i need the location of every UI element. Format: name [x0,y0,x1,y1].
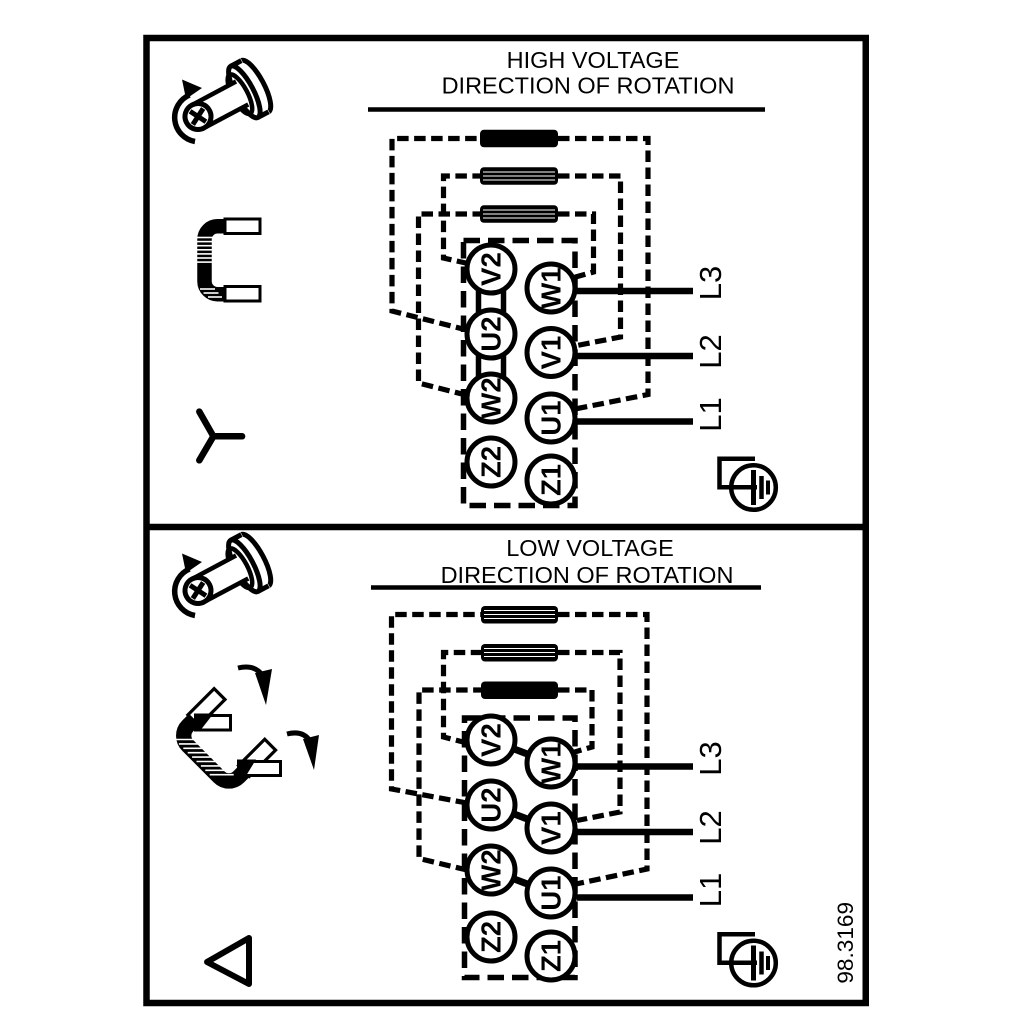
svg-text:Z2: Z2 [476,446,507,478]
svg-text:W2: W2 [476,377,507,418]
svg-text:L1: L1 [693,873,728,907]
svg-text:Z1: Z1 [536,940,567,972]
svg-text:L1: L1 [693,397,728,431]
svg-text:U2: U2 [476,316,507,351]
svg-text:V1: V1 [536,811,567,845]
svg-text:LOW VOLTAGE: LOW VOLTAGE [506,535,674,561]
svg-text:DIRECTION OF ROTATION: DIRECTION OF ROTATION [441,562,734,588]
svg-text:W2: W2 [476,849,507,890]
svg-text:U2: U2 [476,787,507,822]
svg-text:W1: W1 [536,742,567,783]
svg-text:V2: V2 [476,252,507,286]
svg-text:HIGH VOLTAGE: HIGH VOLTAGE [507,47,680,73]
svg-text:V1: V1 [536,336,567,370]
svg-text:U1: U1 [536,875,567,910]
svg-text:L2: L2 [693,810,728,844]
svg-text:98.3169: 98.3169 [833,902,858,984]
svg-text:DIRECTION OF ROTATION: DIRECTION OF ROTATION [442,73,735,99]
svg-text:L2: L2 [693,334,728,368]
svg-text:V2: V2 [476,723,507,757]
svg-text:W1: W1 [536,267,567,308]
svg-text:U1: U1 [536,400,567,435]
svg-text:L3: L3 [693,741,728,775]
svg-text:Z2: Z2 [476,921,507,953]
svg-text:L3: L3 [693,266,728,300]
svg-text:Z1: Z1 [536,464,567,496]
